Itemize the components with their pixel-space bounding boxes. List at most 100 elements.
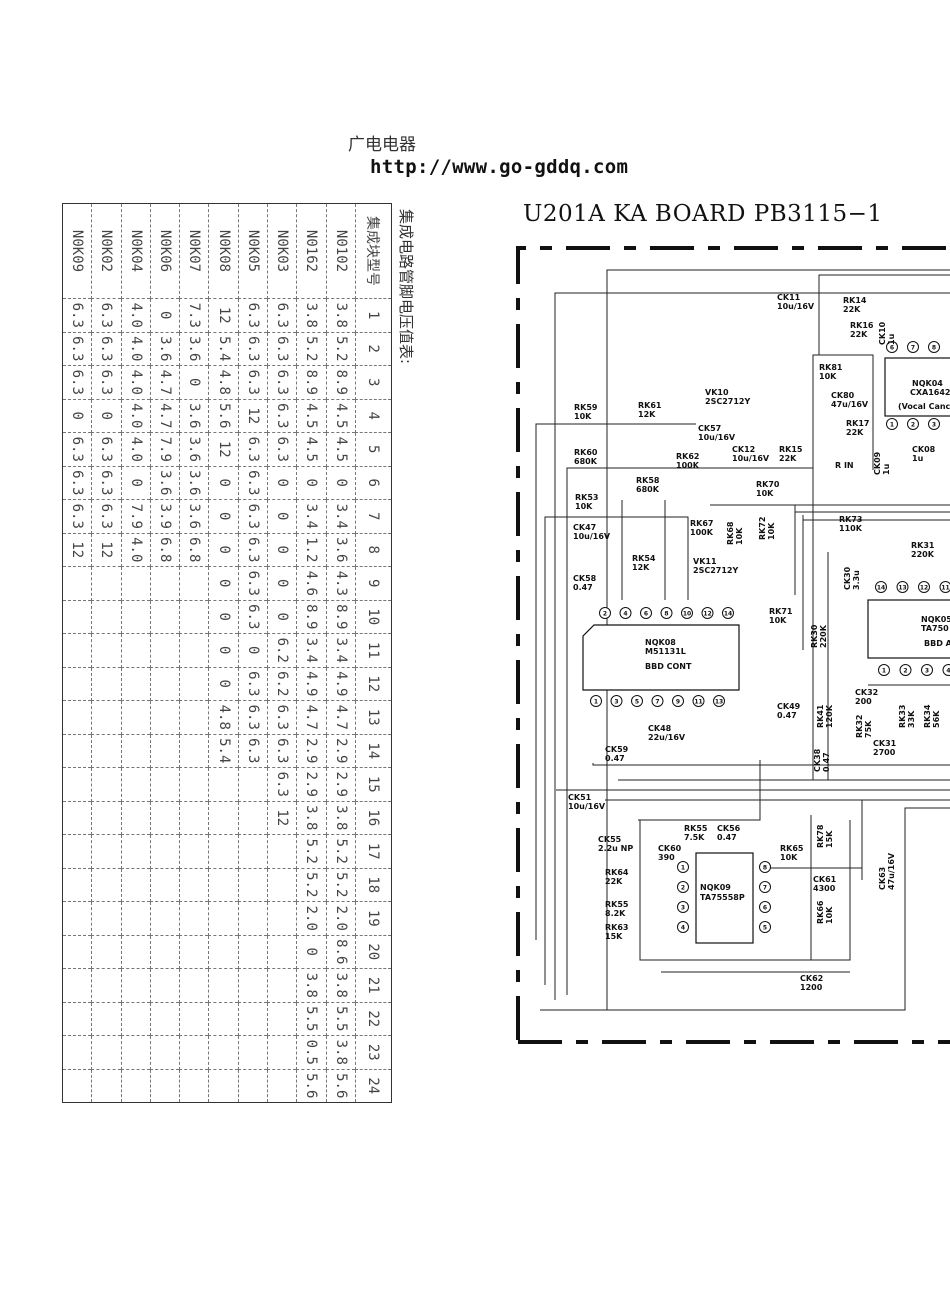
pin-circle bbox=[759, 901, 771, 913]
pin-number: 6 bbox=[644, 611, 648, 618]
pin-circle bbox=[672, 695, 684, 707]
component-ref: RK16 bbox=[850, 321, 874, 330]
pin-number: 11 bbox=[694, 699, 702, 706]
component-value: 1u bbox=[912, 454, 924, 463]
pin-circle bbox=[619, 607, 632, 619]
component-ref: CK57 bbox=[698, 424, 721, 433]
component-label: CK303.3u bbox=[843, 566, 861, 590]
pin-circle bbox=[939, 581, 950, 593]
pin-circle bbox=[677, 921, 689, 933]
component-ref: CK11 bbox=[777, 293, 801, 302]
pin-circle bbox=[590, 695, 602, 707]
pin-circle bbox=[692, 695, 705, 707]
component-value: 47u/16V bbox=[831, 400, 869, 409]
component-ref: RK55 bbox=[684, 824, 708, 833]
component-ref: RK53 bbox=[575, 493, 599, 502]
pin-number: 5 bbox=[763, 925, 767, 932]
component-ref: VK11 bbox=[693, 557, 717, 566]
component-ref: CK12 bbox=[732, 445, 755, 454]
component-value: 10K bbox=[575, 502, 593, 511]
component-label: RK6610K bbox=[816, 900, 834, 924]
component-label: CK101u bbox=[878, 321, 896, 345]
component-value: 22u/16V bbox=[648, 733, 686, 742]
component-value: 22K bbox=[846, 428, 864, 437]
component-ref: RK14 bbox=[843, 296, 867, 305]
board-border bbox=[516, 246, 950, 1044]
pin-number: 13 bbox=[715, 699, 723, 706]
pin-number: 9 bbox=[676, 699, 680, 706]
component-value: 2.2u NP bbox=[598, 844, 633, 853]
component-value: 10u/16V bbox=[777, 302, 815, 311]
pin-number: 1 bbox=[594, 699, 598, 706]
pin-number: 3 bbox=[932, 422, 936, 429]
pin-circle bbox=[651, 695, 664, 707]
pin-number: 14 bbox=[877, 585, 885, 592]
component-ref: CK62 bbox=[800, 974, 823, 983]
component-ref: CK51 bbox=[568, 793, 592, 802]
component-ref: RK73 bbox=[839, 515, 863, 524]
component-value: 680K bbox=[574, 457, 598, 466]
component-ref: CK48 bbox=[648, 724, 672, 733]
pin-circle bbox=[610, 695, 623, 707]
component-ref: RK63 bbox=[605, 923, 629, 932]
component-value: 2SC2712Y bbox=[693, 566, 738, 575]
pin-number: 7 bbox=[763, 885, 767, 892]
pin-number: 3 bbox=[614, 699, 618, 706]
pin-number: 12 bbox=[703, 611, 711, 618]
pin-number: 6 bbox=[763, 905, 767, 912]
pin-circle bbox=[886, 341, 898, 353]
ic-nqk05 bbox=[867, 599, 950, 659]
pin-number: 2 bbox=[681, 885, 685, 892]
ic-part: M51131L bbox=[645, 647, 686, 656]
ic-bodies bbox=[582, 357, 950, 944]
pin-circle bbox=[759, 921, 771, 933]
ic-part: TA75558P bbox=[700, 893, 745, 902]
component-ref: RK62 bbox=[676, 452, 700, 461]
ic-function: BBD A bbox=[924, 639, 950, 648]
component-ref: RK70 bbox=[756, 480, 780, 489]
component-value: 10u/16V bbox=[732, 454, 770, 463]
component-ref: CK49 bbox=[777, 702, 801, 711]
pin-circle bbox=[928, 418, 940, 430]
component-value: 8.2K bbox=[605, 909, 626, 918]
ic-nqk08 bbox=[582, 624, 740, 691]
component-label: CK380.47 bbox=[813, 748, 831, 772]
component-value: 10K bbox=[769, 616, 787, 625]
component-ref: RK65 bbox=[780, 844, 804, 853]
pin-circle bbox=[875, 581, 887, 593]
component-value: 22K bbox=[605, 877, 623, 886]
component-ref: RK64 bbox=[605, 868, 629, 877]
pin-number: 7 bbox=[655, 699, 659, 706]
component-ref: RK67 bbox=[690, 519, 714, 528]
component-value: 0.47 bbox=[717, 833, 737, 842]
component-value: 100K bbox=[676, 461, 700, 470]
pin-circle bbox=[640, 607, 652, 619]
ic-function: (Vocal Cancel bbox=[898, 402, 950, 411]
component-value: 680K bbox=[636, 485, 660, 494]
component-value: 4300 bbox=[813, 884, 836, 893]
component-value: 7.5K bbox=[684, 833, 705, 842]
pin-circle bbox=[631, 695, 643, 707]
site-url: http://www.go-gddq.com bbox=[370, 156, 629, 178]
pin-number: 1 bbox=[681, 865, 685, 872]
pin-number: 8 bbox=[763, 865, 767, 872]
component-value: 100K bbox=[690, 528, 714, 537]
component-value: 22K bbox=[850, 330, 868, 339]
pin-number: 4 bbox=[623, 611, 627, 618]
component-value: 2SC2712Y bbox=[705, 397, 750, 406]
component-ref: RK58 bbox=[636, 476, 660, 485]
component-ref: RK17 bbox=[846, 419, 870, 428]
pin-circle bbox=[918, 581, 930, 593]
component-ref: CK58 bbox=[573, 574, 597, 583]
pin-number: 6 bbox=[890, 345, 894, 352]
component-ref: CK55 bbox=[598, 835, 622, 844]
component-ref: RK59 bbox=[574, 403, 598, 412]
pin-circle bbox=[677, 901, 689, 913]
pin-circle bbox=[722, 607, 734, 619]
component-value: 10K bbox=[819, 372, 837, 381]
ic-ref: NQK08 bbox=[645, 638, 676, 647]
pin-circle bbox=[921, 664, 933, 676]
component-value: 110K bbox=[839, 524, 863, 533]
pin-circle bbox=[928, 341, 940, 353]
component-value: 22K bbox=[843, 305, 861, 314]
